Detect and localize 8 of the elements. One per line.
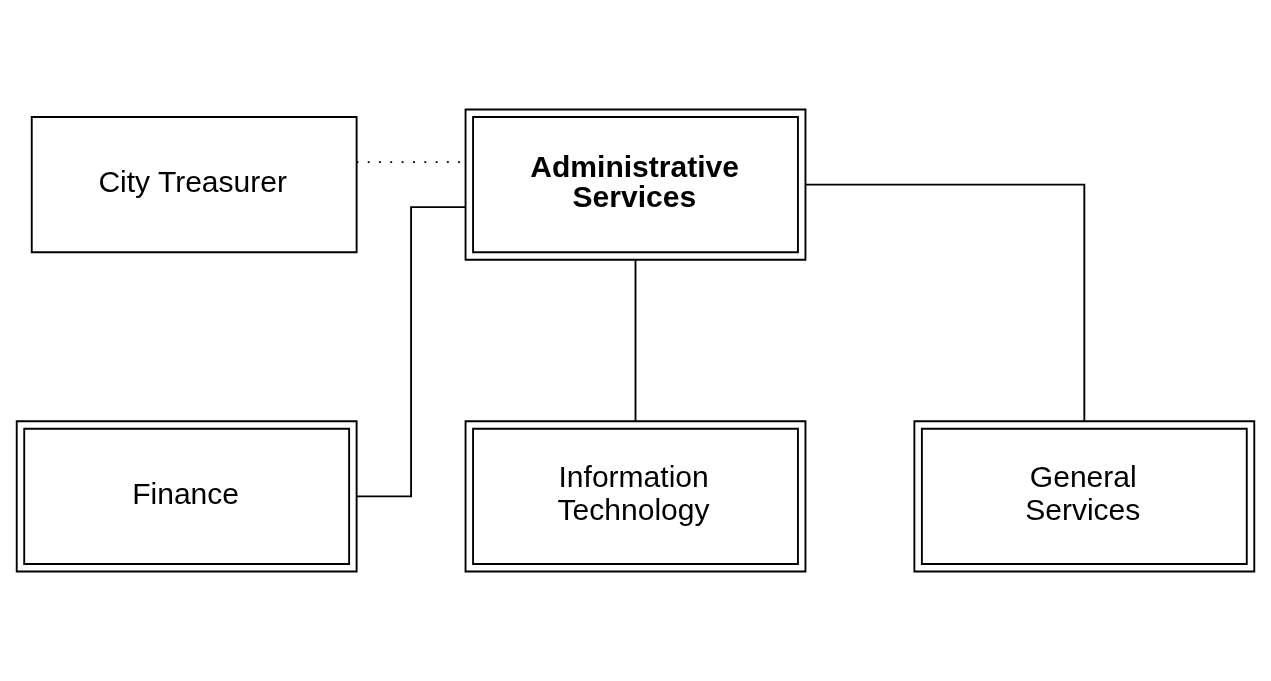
node-box: Information Technology xyxy=(464,420,807,573)
node-box: City Treasurer xyxy=(30,116,358,254)
node-box: Administrative Services xyxy=(464,108,807,261)
connector xyxy=(804,183,1086,422)
node-box: General Services xyxy=(913,420,1256,573)
connector xyxy=(634,259,637,422)
connector xyxy=(355,206,467,498)
node-box: Finance xyxy=(15,420,358,573)
